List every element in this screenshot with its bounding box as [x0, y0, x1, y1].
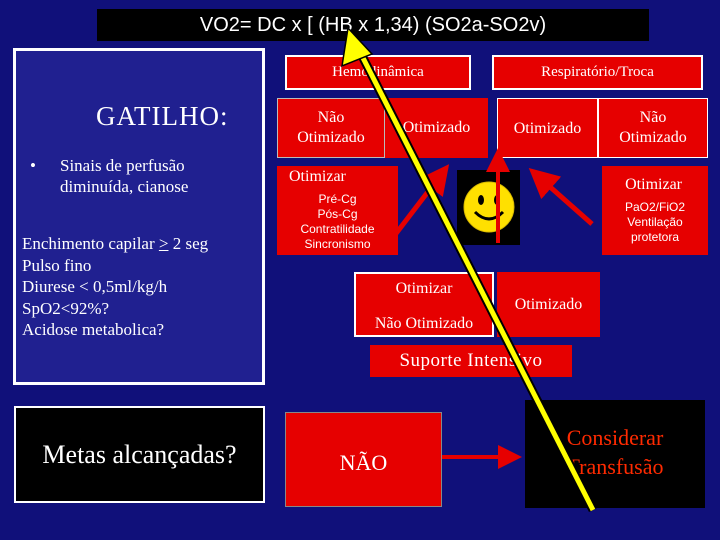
bullet-icon: •: [30, 156, 36, 175]
trigger-panel: GATILHO: • Sinais de perfusão diminuída,…: [13, 48, 265, 385]
list-item: Contratilidade: [300, 222, 375, 236]
optimize-label: Otimizar: [395, 280, 453, 297]
goals-achieved-box: Metas alcançadas?: [14, 406, 265, 503]
optimized-hemo-box: Otimizado: [385, 98, 488, 158]
optimize-not-optimized-box: Otimizar Não Otimizado: [354, 272, 494, 337]
list-item: Pulso fino: [22, 255, 92, 275]
list-item: Pós-Cg: [317, 207, 358, 221]
list-item: SpO2<92%?: [22, 298, 110, 318]
trigger-list: Enchimento capilar > 2 seg Pulso fino Di…: [22, 233, 208, 341]
optimize-hemo-title: Otimizar: [289, 168, 346, 185]
optimize-hemo-list: Pré-Cg Pós-Cg Contratilidade Sincronismo: [277, 192, 398, 252]
geq-symbol: >: [158, 234, 169, 253]
list-item: PaO2/FiO2: [624, 200, 686, 214]
list-item: Diurese < 0,5ml/kg/h: [22, 277, 168, 296]
no-box: NÃO: [285, 412, 442, 507]
smiley-face-icon: [457, 170, 520, 245]
transfusion-label: Transfusão: [566, 454, 664, 479]
intensive-support-box: Suporte Intensivo: [370, 345, 572, 377]
optimize-resp-list: PaO2/FiO2 Ventilação protetora: [602, 200, 708, 245]
optimized-resp-box: Otimizado: [497, 98, 598, 158]
bullet-text-line-1: Sinais de perfusão: [60, 156, 185, 175]
consider-label: Considerar: [566, 425, 664, 450]
optimize-hemo-box: Otimizar Pré-Cg Pós-Cg Contratilidade Si…: [277, 166, 398, 255]
not-optimized-label: Não Otimizado: [374, 315, 474, 332]
list-item: Enchimento capilar > 2 seg: [22, 234, 209, 253]
hemodynamics-header: Hemodinâmica: [285, 55, 471, 90]
optimized-mid-box: Otimizado: [497, 272, 600, 337]
formula-bar: VO2= DC x [ (HB x 1,34) (SO2a-SO2v): [97, 9, 649, 41]
formula-hb: HB: [324, 14, 353, 36]
list-item: Ventilação: [627, 215, 683, 229]
optimize-resp-box: Otimizar PaO2/FiO2 Ventilação protetora: [602, 166, 708, 255]
list-item: Acidose metabolica?: [22, 320, 165, 339]
trigger-title: GATILHO:: [96, 101, 229, 131]
optimize-resp-title: Otimizar: [625, 176, 682, 193]
red-arrow-icon: [528, 168, 594, 226]
bullet-text-line-2: diminuída, cianose: [60, 177, 189, 196]
list-item: Sincronismo: [304, 237, 371, 251]
consider-transfusion-box: Considerar Transfusão: [525, 400, 705, 508]
formula-suffix: x 1,34) (SO2a-SO2v): [352, 14, 547, 36]
bullet-text: Sinais de perfusão diminuída, cianose: [60, 155, 188, 197]
formula-prefix: VO2= DC x [ (: [199, 14, 325, 36]
list-item: Pré-Cg: [318, 192, 357, 206]
respiratory-header: Respiratório/Troca: [492, 55, 703, 90]
list-item: protetora: [630, 230, 680, 244]
